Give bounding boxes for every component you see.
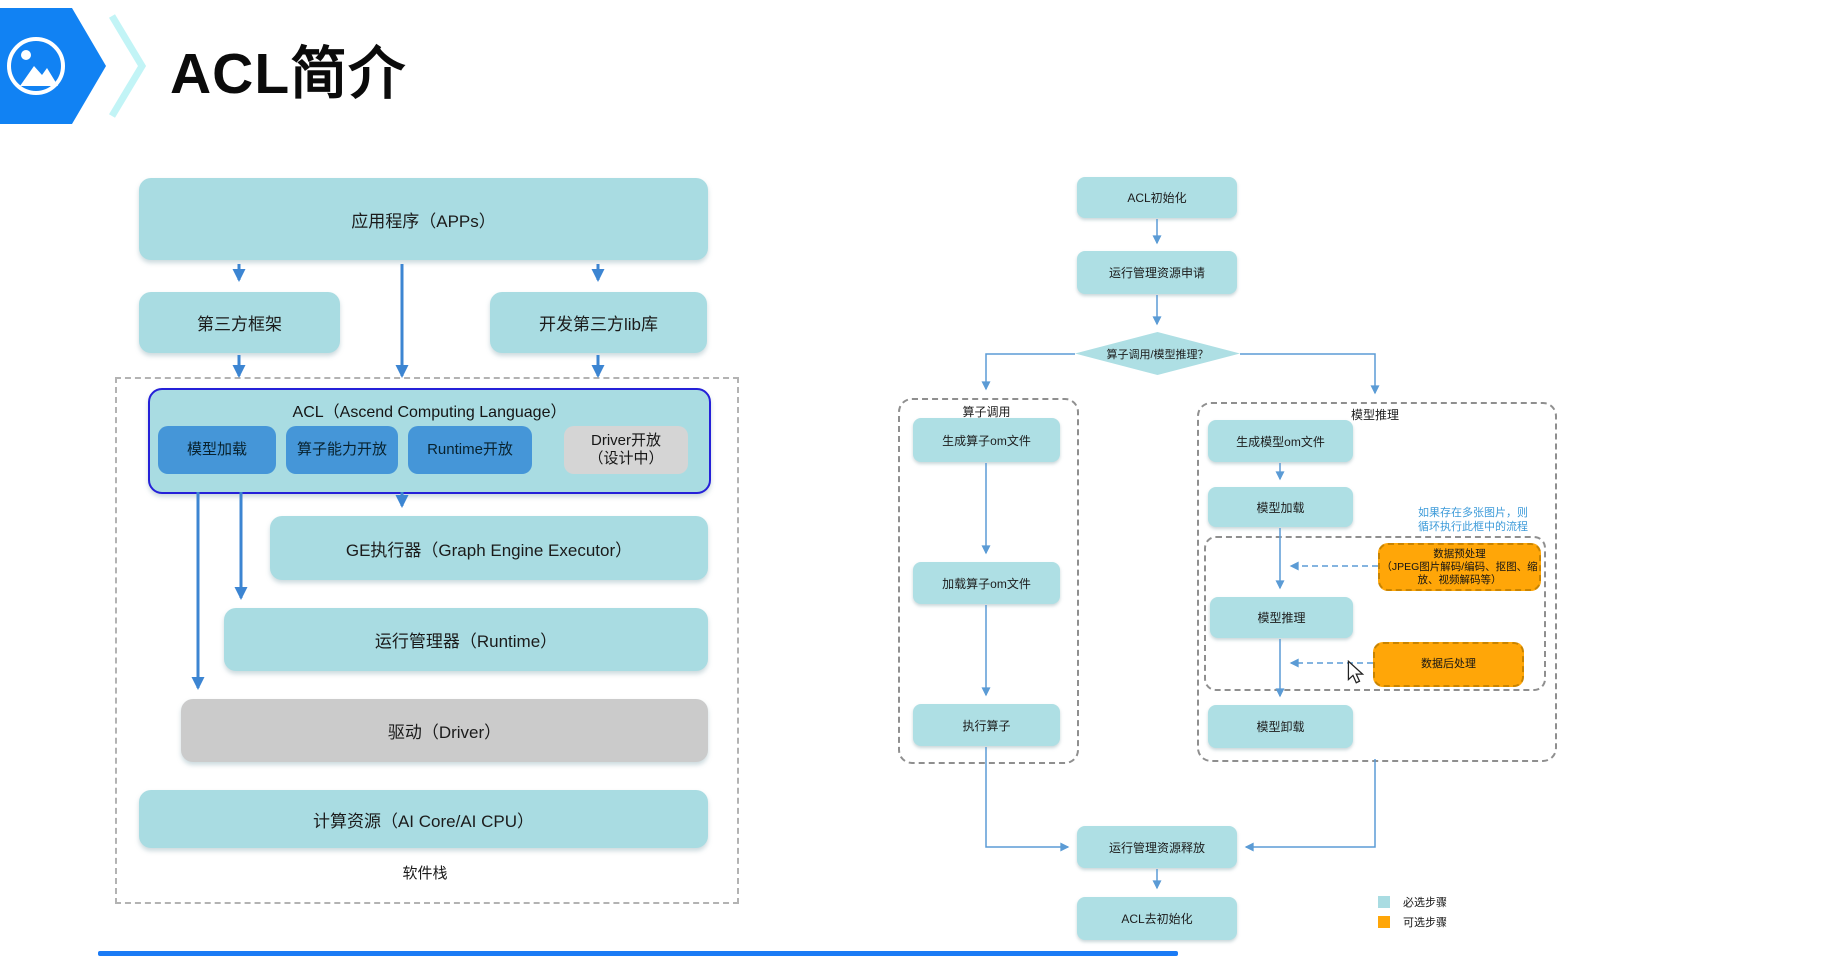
model-inference-group	[1197, 402, 1557, 762]
page-title: ACL简介	[170, 42, 407, 106]
video-progress-bar[interactable]	[98, 951, 1178, 956]
software-stack-caption: 软件栈	[402, 865, 448, 882]
operator-call-group-label: 算子调用	[962, 405, 1011, 419]
stack-box-apps: 应用程序（APPs）	[139, 178, 708, 260]
flow-box-acl-deinit: ACL去初始化	[1077, 897, 1237, 940]
acl-module-runtime: Runtime开放	[408, 426, 532, 474]
flow-box-model-infer: 模型推理	[1210, 597, 1353, 638]
acl-module-driver: Driver开放（设计中）	[564, 426, 688, 474]
stack-box-compute: 计算资源（AI Core/AI CPU）	[139, 790, 708, 848]
flow-box-model-load: 模型加载	[1208, 487, 1353, 527]
flow-box-load-op-om: 加载算子om文件	[913, 562, 1060, 604]
flow-box-acl-init: ACL初始化	[1077, 177, 1237, 218]
legend-swatch-required	[1378, 896, 1390, 908]
loop-note: 如果存在多张图片，则 循环执行此框中的流程	[1418, 507, 1528, 533]
stack-box-framework: 第三方框架	[139, 292, 340, 353]
software-stack-container	[115, 377, 739, 904]
flow-box-resource-apply: 运行管理资源申请	[1077, 251, 1237, 294]
flow-box-postprocess: 数据后处理	[1373, 642, 1524, 687]
stack-box-runtime: 运行管理器（Runtime）	[224, 608, 708, 671]
chevron-accent-icon	[108, 14, 147, 118]
acl-title: ACL（Ascend Computing Language）	[292, 404, 567, 421]
acl-module-operator: 算子能力开放	[286, 426, 398, 474]
flow-box-preprocess: 数据预处理 （JPEG图片解码/编码、抠图、缩放、视频解码等）	[1378, 543, 1541, 591]
stack-box-thirdparty-lib: 开发第三方lib库	[490, 292, 707, 353]
stack-box-driver: 驱动（Driver）	[181, 699, 708, 762]
slide-banner-icon	[0, 8, 147, 124]
acl-module-model-load: 模型加载	[158, 426, 276, 474]
legend-item-optional: 可选步骤	[1378, 912, 1447, 932]
flow-box-resource-release: 运行管理资源释放	[1077, 826, 1237, 868]
flow-box-gen-model-om: 生成模型om文件	[1208, 420, 1353, 462]
stack-box-ge: GE执行器（Graph Engine Executor）	[270, 516, 708, 580]
picture-icon	[7, 37, 65, 95]
flow-box-exec-op: 执行算子	[913, 704, 1060, 746]
legend-swatch-optional	[1378, 916, 1390, 928]
flow-legend: 必选步骤 可选步骤	[1378, 892, 1447, 932]
mouse-cursor	[1347, 660, 1365, 684]
flow-box-model-unload: 模型卸载	[1208, 705, 1353, 748]
model-inference-group-label: 模型推理	[1350, 408, 1399, 422]
acl-box: ACL（Ascend Computing Language） 模型加载 算子能力…	[148, 388, 711, 494]
flow-decision-diamond: 算子调用/模型推理？	[1075, 332, 1240, 375]
loop-box	[1204, 536, 1546, 691]
banner-pentagon	[0, 8, 106, 124]
flow-box-gen-op-om: 生成算子om文件	[913, 418, 1060, 462]
legend-item-required: 必选步骤	[1378, 892, 1447, 912]
